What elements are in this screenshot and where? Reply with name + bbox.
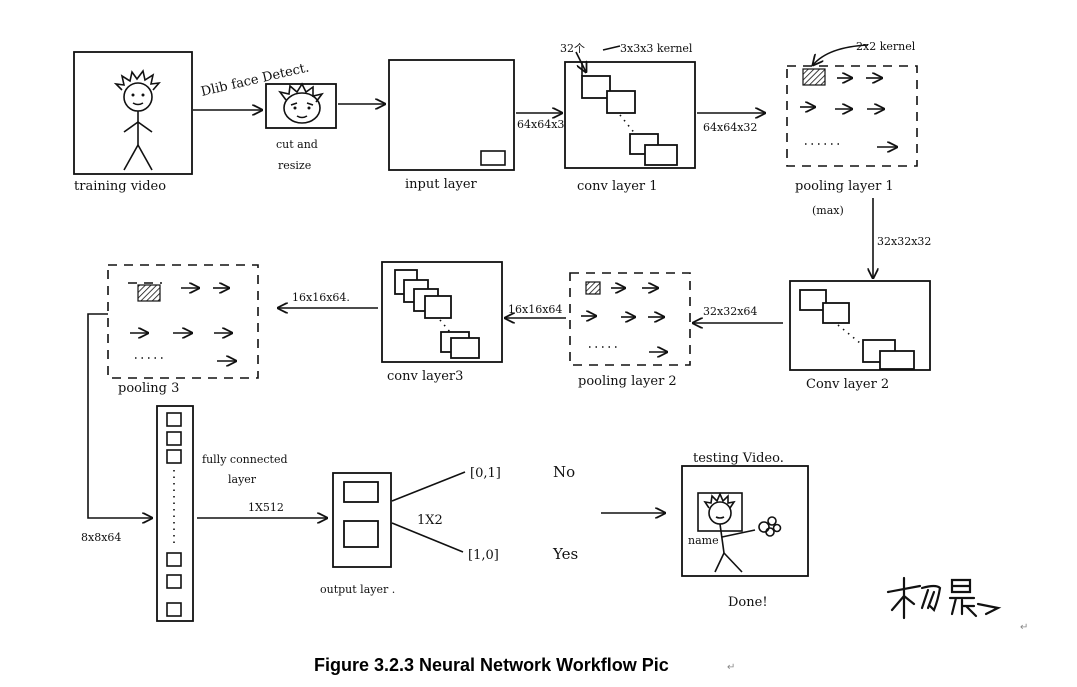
conv-layer-2: Conv layer 2 [789, 280, 931, 392]
dim-64x64x3: 64x64x3 [517, 118, 564, 131]
output-01-label: [0,1] [470, 466, 501, 481]
no-label: No [553, 463, 575, 481]
kernel-3x3x3-label: 3x3x3 kernel [620, 42, 693, 55]
conv-layer-1: 32个 3x3x3 kernel conv layer 1 [560, 42, 696, 194]
paragraph-mark-2: ↵ [1020, 622, 1028, 633]
fully-connected-layer: fully connected layer [156, 405, 288, 622]
training-video-panel: training video [73, 51, 193, 194]
resize-label: resize [278, 159, 311, 172]
signature [886, 576, 1002, 620]
pooling-layer-2-label: pooling layer 2 [578, 374, 677, 389]
tester-figure-icon [703, 491, 756, 573]
training-video-label: training video [74, 179, 166, 194]
input-layer: input layer [388, 59, 515, 192]
line-output-to-yes [391, 522, 464, 553]
stick-figure-icon [113, 69, 161, 171]
yes-label: Yes [552, 545, 578, 563]
testing-video-label: testing Video. [693, 451, 784, 466]
fully-connected-label: fully connected [202, 453, 288, 466]
arrow-pool3-to-fc [87, 313, 152, 518]
testing-video-panel: testing Video. name Done! [681, 451, 809, 610]
done-label: Done! [728, 595, 768, 610]
name-label: name [688, 534, 719, 547]
output-layer: output layer . 1X2 [320, 472, 443, 596]
conv-layer-3-label: conv layer3 [387, 369, 463, 384]
cut-and-label: cut and [276, 138, 318, 151]
pooling-layer-2: pooling layer 2 [569, 272, 691, 389]
hand-wave-icon [758, 516, 782, 537]
dim-1x2: 1X2 [417, 513, 443, 528]
dim-16x16x64-b: 16x16x64. [292, 291, 350, 304]
cropped-face-panel: cut and resize [265, 82, 337, 172]
output-10-label: [1,0] [468, 548, 499, 563]
dim-1x512: 1X512 [248, 501, 284, 514]
dim-64x64x32: 64x64x32 [703, 121, 757, 134]
fully-connected-layer-label: layer [228, 473, 257, 486]
output-layer-label: output layer . [320, 583, 395, 596]
conv-layer-2-label: Conv layer 2 [806, 377, 889, 392]
input-layer-label: input layer [405, 177, 478, 192]
pooling-layer-1: 2x2 kernel pooling layer 1 (max) [786, 40, 918, 217]
face-icon [278, 82, 324, 124]
pooling-layer-1-label: pooling layer 1 [795, 179, 894, 194]
dim-16x16x64-a: 16x16x64 [508, 303, 562, 316]
paragraph-mark: ↵ [727, 662, 735, 673]
figure-caption: Figure 3.2.3 Neural Network Workflow Pic [314, 655, 669, 675]
max-label: (max) [812, 204, 844, 217]
dim-8x8x64: 8x8x64 [81, 531, 121, 544]
dim-32x32x32: 32x32x32 [877, 235, 931, 248]
num-32-label: 32个 [560, 42, 585, 55]
conv-layer-1-label: conv layer 1 [577, 179, 658, 194]
line-output-to-no [391, 471, 466, 502]
dim-32x32x64: 32x32x64 [703, 305, 757, 318]
pooling-3-label: pooling 3 [118, 381, 179, 396]
pooling-layer-3: pooling 3 [107, 264, 259, 396]
kernel-2x2-label: 2x2 kernel [856, 40, 916, 53]
conv-layer-3: conv layer3 [381, 261, 503, 384]
